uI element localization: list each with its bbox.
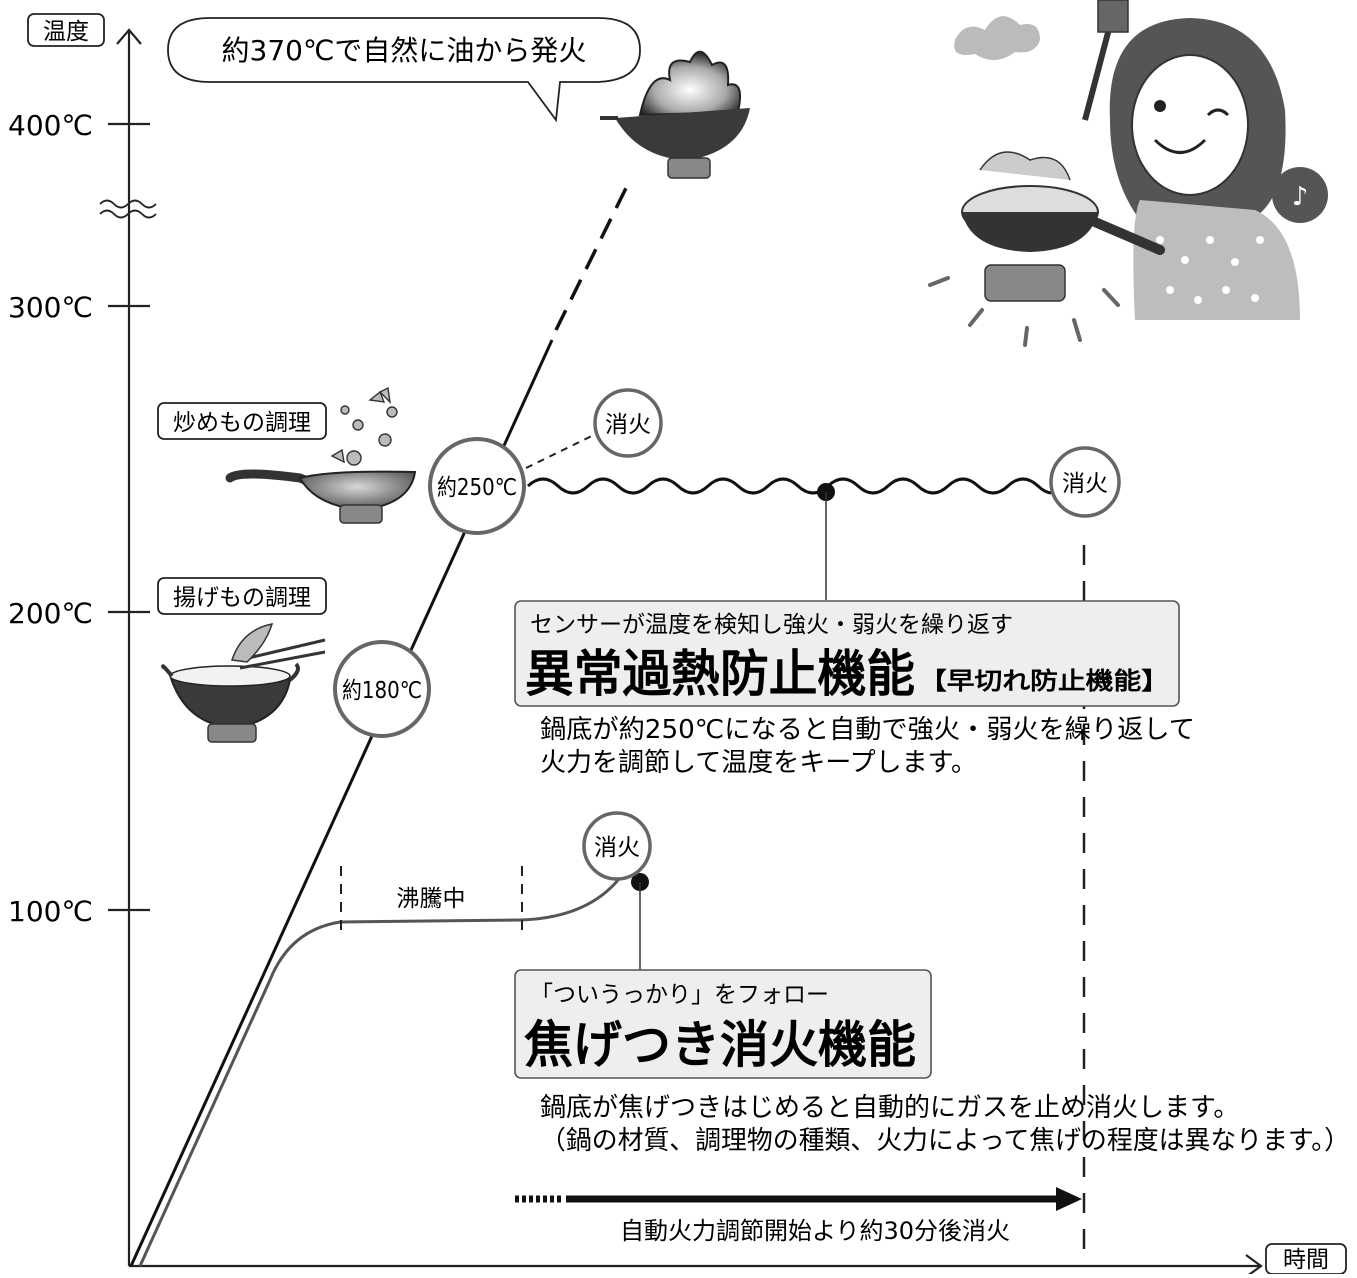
boiling-line — [138, 874, 624, 1267]
temp-180-label: 約180℃ — [342, 678, 422, 704]
axes: 温度 時間 400℃ 300℃ 200℃ 100℃ — [8, 13, 1347, 1278]
stir-fry-wok-icon — [225, 386, 417, 524]
deep-fry-label: 揚げもの調理 — [173, 585, 311, 611]
wavy-temperature-line — [526, 477, 1066, 495]
y-axis-arrow-icon — [116, 28, 142, 45]
overheat-description-line2: 火力を調節して温度をキープします。 — [540, 748, 977, 778]
ignition-bubble: 約370℃で自然に油から発火 — [167, 17, 641, 123]
marker-circles: 約250℃ 約180℃ 消火 消火 消火 — [333, 388, 1121, 881]
tick-label-100: 100℃ — [8, 895, 93, 928]
burning-wok-icon — [600, 50, 750, 179]
scorch-description-line2: （鍋の材質、調理物の種類、火力によって焦げの程度は異なります。） — [540, 1126, 1350, 1156]
extinguish-circle-timer — [1049, 446, 1121, 518]
overheat-title-main: 異常過熱防止機能 — [525, 645, 915, 703]
scorch-feature-box — [514, 969, 932, 1079]
ignition-bubble-text: 約370℃で自然に油から発火 — [222, 34, 587, 67]
scorch-feature: 「ついうっかり」をフォロー 焦げつき消火機能 鍋底が焦げつきはじめると自動的にガ… — [514, 969, 1350, 1156]
timer-arrow-head-icon — [1056, 1187, 1082, 1211]
woman-cooking-illustration: ♪ — [928, 0, 1328, 347]
stir-fry-label-box — [157, 402, 327, 440]
extinguish-label-scorch: 消火 — [594, 835, 640, 861]
axis-break-icon — [99, 199, 157, 219]
extinguish-label-timer: 消火 — [1062, 471, 1108, 497]
tick-label-200: 200℃ — [8, 597, 93, 630]
extinguish-circle-scorch — [582, 811, 652, 881]
y-axis-label: 温度 — [43, 19, 89, 45]
timer-arrow: 自動火力調節開始より約30分後消火 — [515, 1187, 1082, 1245]
overheat-subtitle: センサーが温度を検知し強火・弱火を繰り返す — [530, 612, 1013, 638]
overheat-feature: センサーが温度を検知し強火・弱火を繰り返す 異常過熱防止機能 【早切れ防止機能】… — [514, 600, 1195, 778]
deep-fry-wok-icon — [161, 623, 326, 743]
tick-label-300: 300℃ — [8, 291, 93, 324]
x-axis-label: 時間 — [1283, 1247, 1329, 1273]
temp-250-label: 約250℃ — [437, 475, 517, 501]
boiling-curve: 沸騰中 — [138, 866, 649, 1267]
scorch-description-line1: 鍋底が焦げつきはじめると自動的にガスを止め消火します。 — [540, 1093, 1239, 1123]
extinguish-label-stirfry: 消火 — [605, 412, 651, 438]
x-axis-arrow-icon — [1245, 1254, 1263, 1278]
extinguish-circle-stirfry — [593, 388, 663, 458]
temp-180-circle — [333, 640, 431, 738]
deep-fry-label-box — [157, 577, 327, 615]
scorch-subtitle: 「ついうっかり」をフォロー — [530, 982, 829, 1008]
overheat-title-bracket: 【早切れ防止機能】 — [919, 667, 1169, 695]
cooking-labels: 炒めもの調理 揚げもの調理 — [157, 402, 327, 615]
svg-text:♪: ♪ — [1292, 182, 1309, 212]
extinguish-250-dashed — [525, 431, 601, 469]
overheat-description-line1: 鍋底が約250℃になると自動で強火・弱火を繰り返して — [540, 715, 1195, 745]
heating-line-dashed — [554, 179, 632, 331]
tick-label-400: 400℃ — [8, 109, 93, 142]
stir-fry-label: 炒めもの調理 — [173, 410, 311, 436]
boiling-label: 沸騰中 — [397, 886, 466, 912]
timer-label: 自動火力調節開始より約30分後消火 — [620, 1217, 1010, 1245]
temp-250-circle — [428, 437, 526, 535]
scorch-title: 焦げつき消火機能 — [524, 1016, 916, 1074]
overheat-feature-box — [514, 600, 1180, 707]
speech-bubble-shape — [167, 17, 641, 123]
y-axis-label-box — [27, 13, 105, 47]
